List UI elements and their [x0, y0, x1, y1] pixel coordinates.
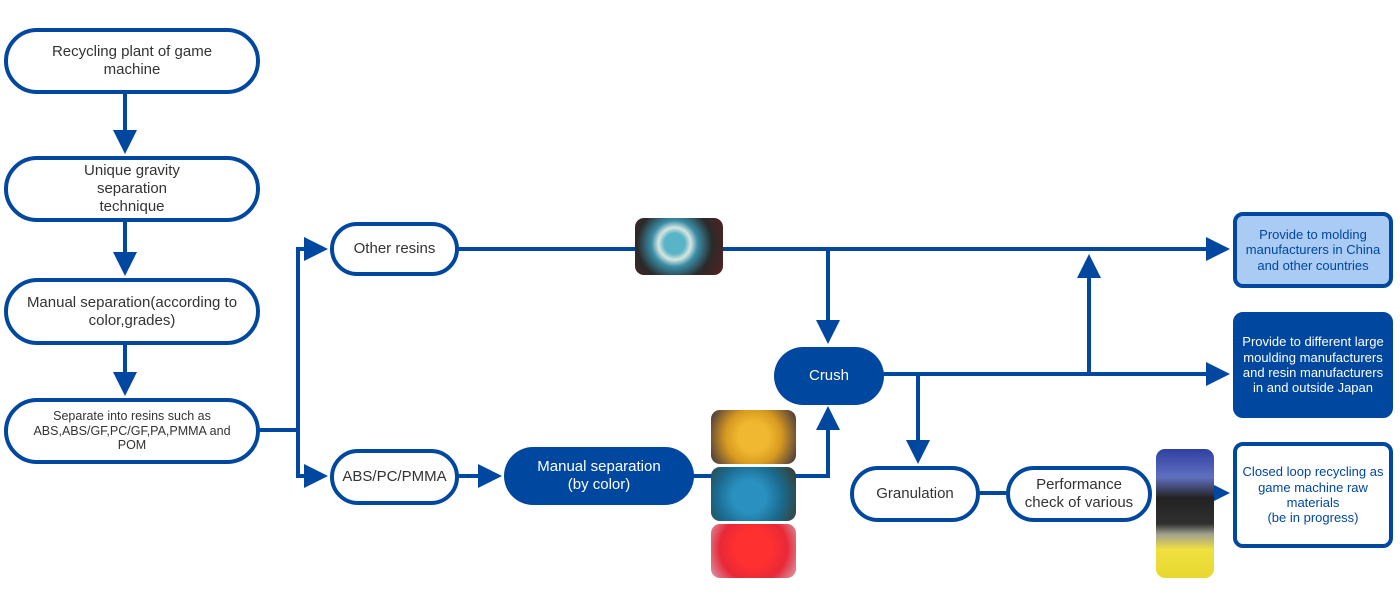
node-granulation: Granulation	[850, 466, 980, 522]
node-recycling-plant: Recycling plant of game machine	[4, 28, 260, 94]
node-closed-loop: Closed loop recycling as game machine ra…	[1233, 442, 1393, 548]
node-provide-china: Provide to molding manufacturers in Chin…	[1233, 212, 1393, 288]
arrow-to-abs	[296, 430, 328, 488]
node-other-resins: Other resins	[330, 222, 459, 276]
blue-flakes-photo	[711, 467, 796, 521]
node-provide-japan: Provide to different large moulding manu…	[1233, 312, 1393, 418]
node-manual-separation-color: Manual separation (by color)	[504, 447, 694, 505]
arrow-to-other-resins	[296, 237, 328, 430]
node-manual-separation-grades: Manual separation(according to color,gra…	[4, 278, 260, 345]
yellow-flakes-photo	[711, 410, 796, 464]
node-separate-resins: Separate into resins such as ABS,ABS/GF,…	[4, 398, 260, 464]
arrow-photos-to-crush	[795, 406, 840, 478]
pellet-jars-photo	[1156, 449, 1214, 578]
mixed-resin-flakes-photo	[635, 218, 723, 275]
node-crush: Crush	[774, 347, 884, 405]
node-gravity-separation: Unique gravity separation technique	[4, 156, 260, 222]
red-flakes-photo	[711, 524, 796, 578]
node-abs-pc-pmma: ABS/PC/PMMA	[330, 449, 459, 505]
node-performance-check: Performance check of various	[1006, 466, 1152, 522]
